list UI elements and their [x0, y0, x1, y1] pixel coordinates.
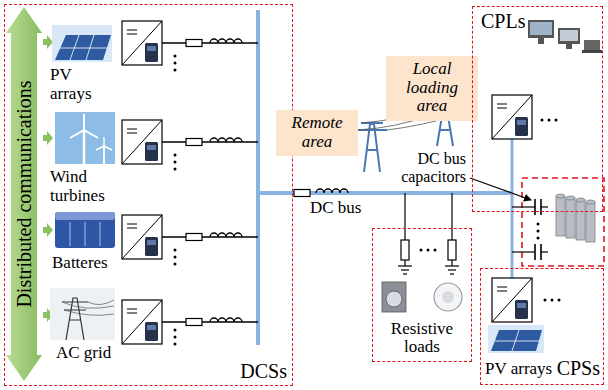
node-text: Distributed communications	[13, 80, 35, 307]
cps-pv-icon	[488, 299, 561, 354]
load-icons	[528, 20, 602, 53]
node-text: DCSs	[240, 360, 287, 382]
dc-bus	[256, 10, 512, 345]
component-label: Batteres	[52, 254, 124, 273]
component-label: DC bus capacitors	[394, 150, 466, 185]
pv-icon	[52, 25, 112, 62]
area-tag: Remote area	[276, 110, 358, 156]
component-label: Wind turbines	[50, 168, 122, 205]
source-region: PV arrays CPSs	[480, 268, 604, 385]
load-region: Resistive loads	[372, 228, 472, 362]
component-label: DC bus	[310, 199, 361, 218]
source-region: DCSs Distributed communications	[4, 4, 293, 386]
node-text: Remote area	[279, 114, 355, 151]
resistive-load-symbols	[382, 193, 462, 312]
ac-grid-icon	[50, 288, 115, 340]
area-tag: Local loading area	[386, 56, 478, 121]
node-text: Resistive loads	[373, 320, 471, 357]
battery-icon	[55, 212, 115, 248]
load-region: CPLs	[472, 6, 603, 212]
node-text: Local loading area	[389, 60, 475, 116]
ellipsis-dots	[541, 119, 558, 122]
node-heading: CPSs	[557, 357, 600, 379]
converter-symbol	[122, 21, 532, 344]
leader-arrow	[470, 178, 531, 200]
node-text: PV arrays	[485, 360, 552, 379]
node-text: CPLs	[481, 10, 525, 32]
communication-arrow: Distributed communications	[6, 7, 42, 381]
component-label: AC grid	[56, 344, 128, 363]
component-label: PV arrays	[50, 66, 112, 103]
source-wires	[162, 39, 258, 346]
capacitor-bank	[512, 178, 604, 266]
wind-turbine-icon	[55, 112, 115, 164]
